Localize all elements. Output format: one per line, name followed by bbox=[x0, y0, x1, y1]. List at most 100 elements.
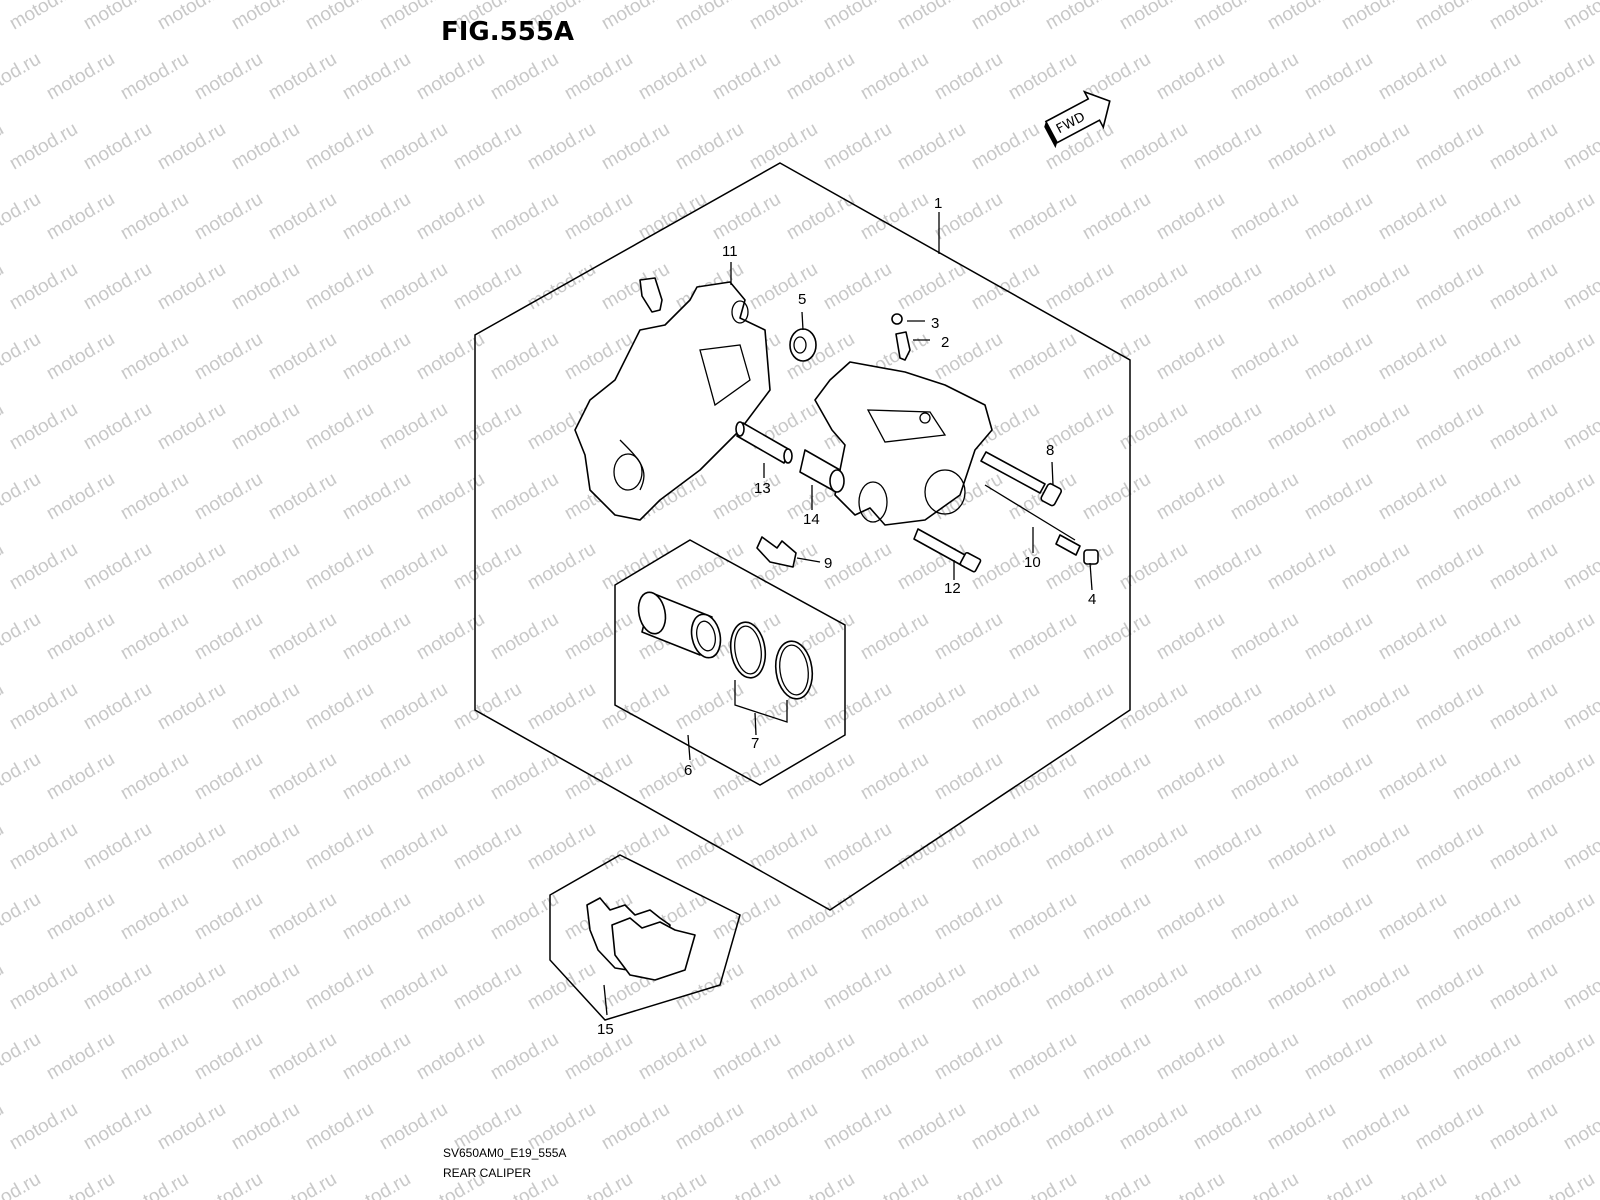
watermark-text: motod.ru bbox=[487, 189, 562, 245]
watermark-text: motod.ru bbox=[1560, 679, 1600, 735]
watermark-text: motod.ru bbox=[376, 1099, 451, 1155]
watermark-text: motod.ru bbox=[339, 1169, 414, 1200]
watermark-text: motod.ru bbox=[635, 1169, 710, 1200]
slide-pin bbox=[984, 484, 1081, 556]
watermark-text: motod.ru bbox=[857, 609, 932, 665]
model-code: SV650AM0_E19_555A bbox=[443, 1146, 566, 1160]
watermark-text: motod.ru bbox=[302, 539, 377, 595]
watermark-text: motod.ru bbox=[1486, 539, 1561, 595]
watermark-text: motod.ru bbox=[302, 259, 377, 315]
brake-pad-set bbox=[586, 897, 696, 981]
watermark-text: motod.ru bbox=[487, 329, 562, 385]
caliper-body bbox=[814, 361, 993, 526]
callout-12: 12 bbox=[944, 580, 961, 597]
watermark-text: motod.ru bbox=[450, 399, 525, 455]
watermark-text: motod.ru bbox=[0, 329, 44, 385]
watermark-text: motod.ru bbox=[931, 1029, 1006, 1085]
watermark-text: motod.ru bbox=[598, 539, 673, 595]
watermark-text: motod.ru bbox=[524, 119, 599, 175]
watermark-text: motod.ru bbox=[302, 0, 377, 34]
watermark-text: motod.ru bbox=[1301, 889, 1376, 945]
watermark-text: motod.ru bbox=[191, 329, 266, 385]
sleeve bbox=[735, 421, 793, 464]
figure-title: FIG.555A bbox=[441, 17, 574, 47]
mounting-bolt-long bbox=[980, 451, 1063, 507]
watermark-text: motod.ru bbox=[6, 399, 81, 455]
callout-14: 14 bbox=[803, 511, 820, 528]
watermark-text: motod.ru bbox=[598, 119, 673, 175]
watermark-text: motod.ru bbox=[1301, 749, 1376, 805]
watermark-text: motod.ru bbox=[265, 329, 340, 385]
watermark-text: motod.ru bbox=[1560, 539, 1600, 595]
watermark-text: motod.ru bbox=[1338, 399, 1413, 455]
watermark-text: motod.ru bbox=[228, 399, 303, 455]
callout-labels: 1 2 3 4 5 6 7 8 9 10 11 12 13 14 15 bbox=[597, 195, 1096, 1038]
piston-seal-frame bbox=[614, 539, 846, 786]
watermark-text: motod.ru bbox=[672, 1099, 747, 1155]
watermark-text: motod.ru bbox=[1486, 1099, 1561, 1155]
watermark-text: motod.ru bbox=[746, 119, 821, 175]
watermark-text: motod.ru bbox=[635, 49, 710, 105]
watermark-text: motod.ru bbox=[561, 749, 636, 805]
watermark-text: motod.ru bbox=[857, 49, 932, 105]
watermark-text: motod.ru bbox=[1190, 0, 1265, 34]
watermark-text: motod.ru bbox=[228, 119, 303, 175]
watermark-text: motod.ru bbox=[6, 119, 81, 175]
watermark-text: motod.ru bbox=[857, 1029, 932, 1085]
watermark-text: motod.ru bbox=[228, 679, 303, 735]
watermark-text: motod.ru bbox=[1079, 189, 1154, 245]
watermark-text: motod.ru bbox=[302, 1099, 377, 1155]
watermark-text: motod.ru bbox=[1412, 679, 1487, 735]
watermark-text: motod.ru bbox=[413, 1029, 488, 1085]
watermark-text: motod.ru bbox=[746, 959, 821, 1015]
watermark-text: motod.ru bbox=[1449, 469, 1524, 525]
watermark-text: motod.ru bbox=[1227, 469, 1302, 525]
watermark-text: motod.ru bbox=[228, 259, 303, 315]
watermark-text: motod.ru bbox=[1153, 329, 1228, 385]
watermark-text: motod.ru bbox=[117, 749, 192, 805]
watermark-text: motod.ru bbox=[487, 749, 562, 805]
watermark-text: motod.ru bbox=[117, 189, 192, 245]
watermark-text: motod.ru bbox=[0, 609, 44, 665]
watermark-text: motod.ru bbox=[1264, 0, 1339, 34]
watermark-text: motod.ru bbox=[0, 889, 44, 945]
watermark-text: motod.ru bbox=[302, 959, 377, 1015]
watermark-text: motod.ru bbox=[1375, 1029, 1450, 1085]
watermark-text: motod.ru bbox=[1153, 1029, 1228, 1085]
watermark-text: motod.ru bbox=[450, 959, 525, 1015]
watermark-text: motod.ru bbox=[709, 469, 784, 525]
watermark-text: motod.ru bbox=[339, 749, 414, 805]
watermark-text: motod.ru bbox=[1449, 609, 1524, 665]
watermark-text: motod.ru bbox=[1264, 259, 1339, 315]
callout-10: 10 bbox=[1024, 554, 1041, 571]
callout-15: 15 bbox=[597, 1021, 614, 1038]
watermark-text: motod.ru bbox=[1375, 609, 1450, 665]
watermark-text: motod.ru bbox=[820, 1099, 895, 1155]
watermark-text: motod.ru bbox=[0, 259, 7, 315]
watermark-text: motod.ru bbox=[1375, 49, 1450, 105]
watermark-text: motod.ru bbox=[1412, 819, 1487, 875]
watermark-text: motod.ru bbox=[6, 959, 81, 1015]
leader-lines bbox=[603, 212, 1093, 1016]
watermark-text: motod.ru bbox=[6, 0, 81, 34]
watermark-text: motod.ru bbox=[0, 469, 44, 525]
watermark-text: motod.ru bbox=[302, 819, 377, 875]
watermark-text: motod.ru bbox=[1412, 1099, 1487, 1155]
watermark-text: motod.ru bbox=[80, 819, 155, 875]
watermark-text: motod.ru bbox=[1560, 1099, 1600, 1155]
watermark-text: motod.ru bbox=[1079, 469, 1154, 525]
watermark-text: motod.ru bbox=[228, 819, 303, 875]
watermark-text: motod.ru bbox=[376, 819, 451, 875]
watermark-text: motod.ru bbox=[1190, 539, 1265, 595]
watermark-text: motod.ru bbox=[191, 49, 266, 105]
watermark-text: motod.ru bbox=[1264, 539, 1339, 595]
watermark-text: motod.ru bbox=[783, 189, 858, 245]
watermark-text: motod.ru bbox=[1375, 469, 1450, 525]
watermark-text: motod.ru bbox=[487, 609, 562, 665]
watermark-text: motod.ru bbox=[376, 119, 451, 175]
watermark-text: motod.ru bbox=[1153, 189, 1228, 245]
watermark-text: motod.ru bbox=[1153, 609, 1228, 665]
watermark-text: motod.ru bbox=[487, 1029, 562, 1085]
watermark-text: motod.ru bbox=[1005, 749, 1080, 805]
